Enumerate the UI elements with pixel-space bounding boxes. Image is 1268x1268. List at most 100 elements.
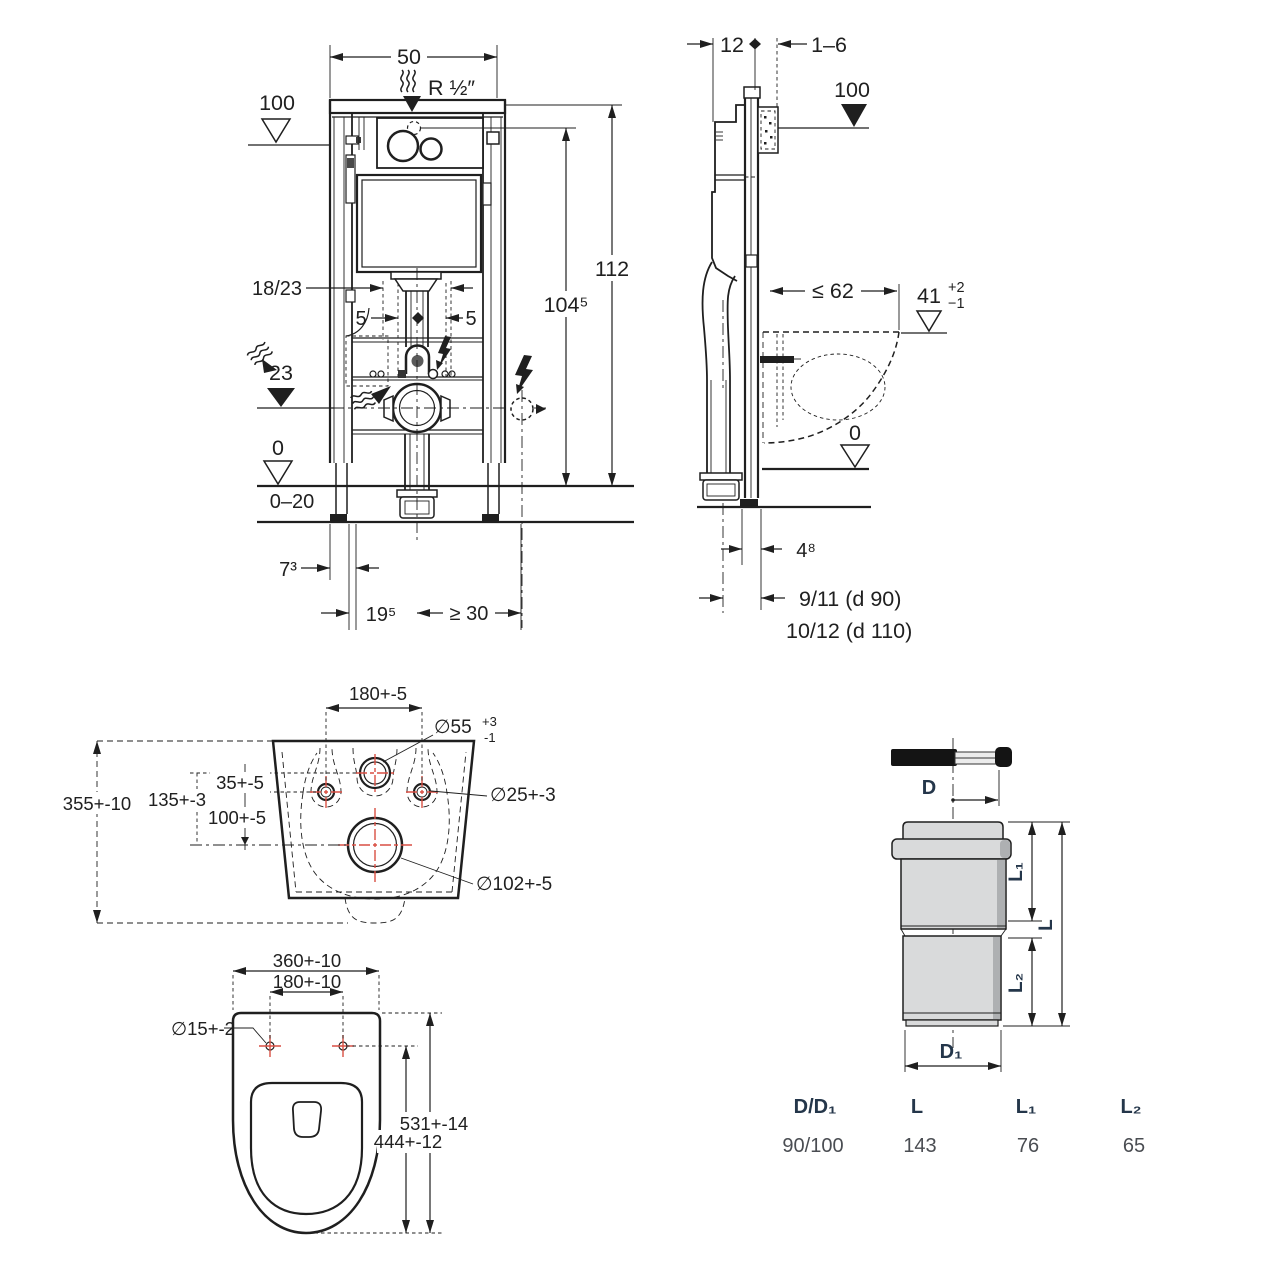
back-135-label: 135+-3 [148, 789, 206, 810]
dim-d: D [922, 770, 1000, 806]
back-35-label: 35+-5 [216, 772, 264, 793]
back-dim-355: 355+-10 [60, 740, 348, 924]
water-arrow-left [262, 359, 277, 373]
plan-hole-dia-label: ∅15+-2 [171, 1018, 235, 1039]
table-header-dd1: D/D₁ [794, 1096, 837, 1118]
flush-opening [291, 1101, 323, 1138]
side-drain-110-label: 10/12 (d 110) [786, 619, 912, 643]
flush-pipe [345, 271, 456, 387]
dim-bowl-depth: ≤ 62 [770, 279, 900, 330]
connector-body [891, 821, 1012, 1027]
plan-fix-hole-left [259, 1035, 281, 1057]
dim-foot-offset: 7³ [279, 524, 379, 630]
ceramic-rear-dashed [281, 747, 467, 924]
inlet-hole [356, 754, 394, 792]
back-hole-spacing-label: 180+-5 [349, 683, 407, 704]
front-level-23-label: 23 [269, 361, 293, 385]
frame-structure [328, 98, 507, 522]
back-fix-hole-dia-label: ∅25+-3 [490, 785, 556, 806]
drain-socket [383, 382, 451, 519]
pipe-d1-label: D₁ [940, 1041, 963, 1063]
back-dim-chain: 35+-5 100+-5 135+-3 [144, 764, 358, 850]
back-callout-102: ∅102+-5 [400, 857, 552, 895]
back-callout-55: ∅55 +3 -1 [382, 714, 497, 763]
back-inlet-tol-plus: +3 [482, 714, 497, 729]
front-outlet-offset-label: 19⁵ [366, 604, 397, 626]
dim-bowl-height: 41 +2 −1 [901, 280, 965, 334]
pipe-dimension-table: D/D₁ L L₁ L₂ 90/100 143 76 65 [782, 1096, 1145, 1157]
front-height-112-label: 112 [595, 257, 629, 281]
dim-outlet-row: 19⁵ ≥ 30 [321, 524, 522, 630]
side-level-0-label: 0 [849, 421, 861, 445]
side-view: 12 1–6 100 ≤ 62 41 +2 −1 0 [687, 33, 965, 643]
level-23: 23 [257, 361, 334, 409]
side-bowl-height-label: 41 [917, 284, 941, 308]
top-view: 360+-10 180+-10 ∅15+-2 531+-14 444+-12 [171, 950, 468, 1235]
lightning-icon-small [438, 336, 451, 367]
table-header-l: L [911, 1096, 923, 1118]
pipe-d-label: D [922, 777, 936, 799]
table-header-l2: L₂ [1120, 1096, 1141, 1118]
front-left5-label: 5 [355, 308, 366, 330]
connector-rod [891, 747, 1012, 767]
side-pipe-offset-label: 4⁸ [796, 540, 816, 562]
front-side-clearance-label: ≥ 30 [450, 603, 489, 625]
water-supply-icon [400, 69, 421, 112]
pipe-view: D L₁ L [782, 738, 1145, 1157]
lightning-arrow-large [516, 384, 524, 394]
side-level-100-label: 100 [834, 78, 870, 102]
water-arrow-mid [371, 386, 391, 404]
side-depth-label: 12 [720, 33, 744, 57]
front-floor-range-label: 0–20 [270, 491, 315, 513]
cistern-window [355, 173, 483, 274]
front-supply-thread-label: R ½″ [428, 76, 475, 100]
foot-pad-left [330, 514, 347, 522]
table-value-l: 143 [903, 1135, 936, 1157]
plan-dim-360: 360+-10 [232, 950, 380, 1010]
electrical-box-dashed [510, 397, 534, 421]
table-header-l1: L₁ [1016, 1096, 1037, 1118]
side-rail [740, 86, 761, 507]
flush-plate-panel [376, 117, 484, 169]
fix-hole-right [406, 776, 438, 808]
pipe-l1-label: L₁ [1006, 862, 1027, 882]
side-tol-minus-label: −1 [948, 296, 965, 312]
flush-button-small [419, 137, 443, 161]
side-foot-pad [740, 499, 758, 507]
dim-drain-row: 4⁸ 9/11 (d 90) 10/12 (d 110) [699, 503, 912, 643]
back-outlet-dia-label: ∅102+-5 [476, 874, 552, 895]
dim-height-104: 104⁵ [421, 127, 593, 486]
front-view: 100 23 0 0–20 50 R ½″ 112 [246, 45, 635, 630]
dim-height-112: 112 [505, 104, 635, 486]
front-right5-label: 5 [465, 308, 476, 330]
table-value-l2: 65 [1123, 1135, 1145, 1157]
back-view: 355+-10 35+-5 100+-5 135+-3 180+-5 [60, 683, 556, 924]
back-height-label: 355+-10 [63, 793, 131, 814]
side-drain-90-label: 9/11 (d 90) [799, 587, 901, 611]
side-cistern [699, 104, 759, 501]
lightning-icon-large [515, 355, 533, 393]
level-100: 100 [248, 91, 330, 146]
side-flush-plate [757, 106, 779, 154]
foot-pad-right [482, 514, 499, 522]
front-level-0-label: 0 [272, 436, 284, 460]
front-foot-offset-label: 7³ [279, 559, 297, 581]
back-100-label: 100+-5 [208, 807, 266, 828]
dim-d1: D₁ [904, 1030, 1002, 1072]
plan-callout-15: ∅15+-2 [171, 1018, 267, 1044]
outlet-hole [338, 808, 412, 882]
back-dim-180: 180+-5 [325, 683, 423, 782]
side-level-0: 0 [839, 421, 871, 469]
dim-width-50: 50 [329, 45, 498, 98]
back-callout-25: ∅25+-3 [430, 785, 556, 806]
side-bowl-depth-label: ≤ 62 [812, 279, 854, 303]
dim-l-group: L₁ L L₂ [1003, 821, 1070, 1027]
table-value-l1: 76 [1017, 1135, 1039, 1157]
supply-stub-dashed [406, 120, 422, 136]
dim-5-5: 5 5 [355, 283, 477, 377]
water-icon-left [246, 341, 273, 366]
side-tol-plus-label: +2 [948, 280, 965, 296]
plan-hole-spacing-label: 180+-10 [273, 971, 341, 992]
